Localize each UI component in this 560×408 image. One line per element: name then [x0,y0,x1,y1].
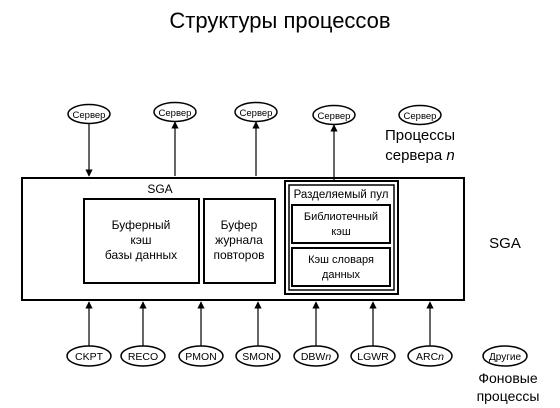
bg-label-other: Другие [489,352,521,363]
library-cache-line-2: кэш [331,226,351,238]
bg-process-ckpt: CKPT [66,301,112,367]
redo-buffer-line-2: журнала [215,233,263,247]
diagram-title: Структуры процессов [169,8,391,33]
bg-processes-label-line-1: Фоновые [478,370,537,386]
server-label-4: Сервер [318,111,351,122]
buffer-cache-line-1: Буферный [112,218,171,232]
dictionary-cache-box [291,247,391,287]
server-label-1: Сервер [73,110,106,121]
bg-label-dbwn-suffix: n [325,351,331,363]
server-bubble-4 [312,104,356,126]
server-bubble-2 [153,101,197,123]
bg-process-lgwr: LGWR [350,301,396,367]
bg-bubble-dbwn [293,345,339,367]
server-process-1: Сервер [67,103,111,177]
bg-label-dbwn: DBWn [301,351,332,363]
server-processes-label-line-1: Процессы [385,127,455,144]
buffer-cache-line-2: кэш [130,233,151,247]
redo-buffer-line-1: Буфер [221,218,258,232]
server-label-3: Сервер [240,108,273,119]
bg-bubble-reco [120,345,166,367]
buffer-cache-line-3: базы данных [105,248,177,262]
dictionary-cache-line-1: Кэш словаря [308,254,374,266]
buffer-cache-box [83,198,200,284]
bg-bubble-ckpt [66,345,112,367]
bg-bubble-smon [235,345,281,367]
bg-label-dbwn-name: DBW [301,351,326,363]
bg-bubble-pmon [178,345,224,367]
server-processes-label-n: n [446,147,454,164]
server-processes-label-line-2: сервера n [385,147,455,164]
server-bubble-5 [398,104,442,126]
bg-bubble-lgwr [350,345,396,367]
bg-label-arcn-suffix: n [438,351,444,363]
server-process-5: Сервер [398,104,442,126]
shared-pool-inner-border [288,184,395,291]
server-processes-label-word: сервера [385,147,443,164]
bg-label-arcn-name: ARC [416,351,439,363]
bg-processes-label-line-2: процессы [477,388,540,404]
shared-pool-label: Разделяемый пул [294,189,389,201]
bg-label-smon: SMON [242,351,274,363]
redo-buffer-box [203,198,276,284]
server-label-2: Сервер [159,108,192,119]
bg-process-other: Другие [482,345,528,367]
bg-process-dbwn: DBWn [293,301,339,367]
redo-buffer-line-3: повторов [213,248,264,262]
server-process-2: Сервер [153,101,197,176]
library-cache-box [291,204,391,244]
bg-bubble-other [482,345,528,367]
sga-inner-label: SGA [147,182,172,196]
bg-bubble-arcn [407,345,453,367]
bg-process-pmon: PMON [178,301,224,367]
bg-label-lgwr: LGWR [357,351,389,363]
bg-label-reco: RECO [128,351,158,363]
server-label-5: Сервер [404,111,437,122]
server-process-4: Сервер [312,104,356,180]
bg-process-arcn: ARCn [407,301,453,367]
server-process-3: Сервер [234,101,278,176]
bg-process-reco: RECO [120,301,166,367]
bg-label-pmon: PMON [185,351,217,363]
bg-process-smon: SMON [235,301,281,367]
sga-outer-label: SGA [489,235,521,252]
server-bubble-1 [67,103,111,125]
bg-label-ckpt: CKPT [75,351,104,363]
dictionary-cache-line-2: данных [322,269,361,281]
library-cache-line-1: Библиотечный [304,211,378,223]
bg-label-arcn: ARCn [416,351,444,363]
server-bubble-3 [234,101,278,123]
